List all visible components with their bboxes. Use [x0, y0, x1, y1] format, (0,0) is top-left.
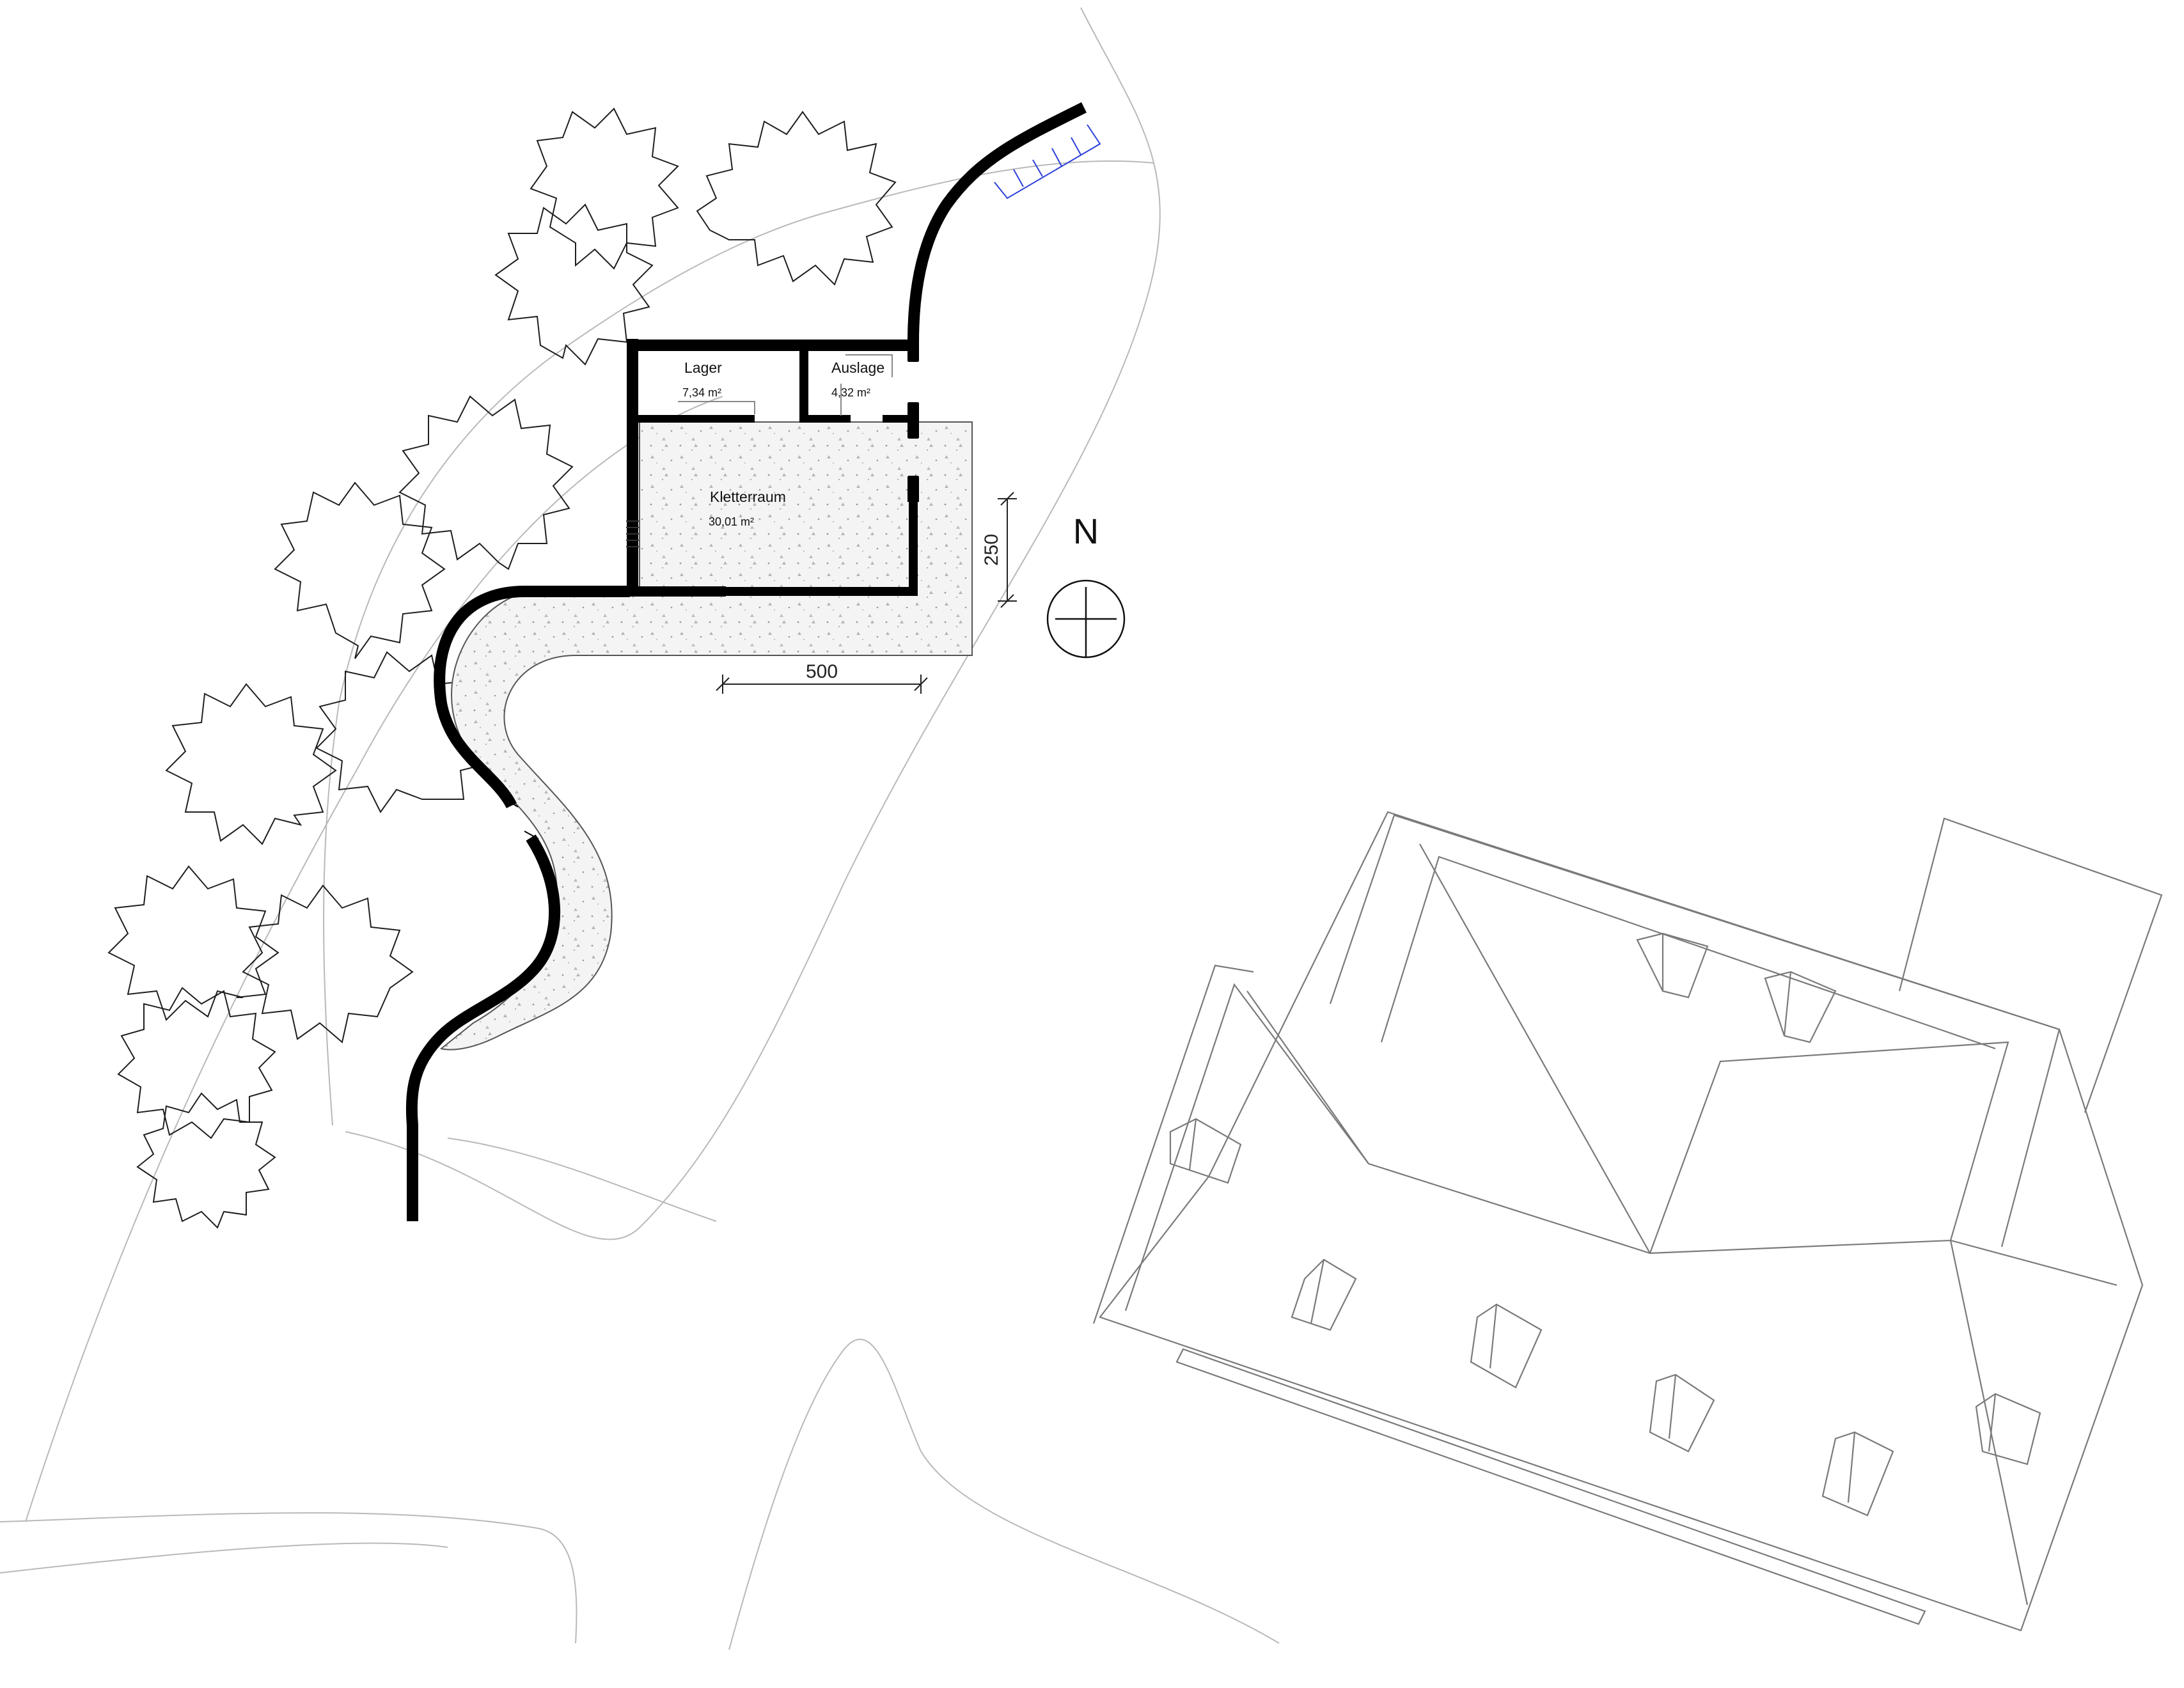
dormer-7 — [1821, 1431, 1894, 1517]
north-label: N — [1073, 511, 1099, 551]
opening-mark-curve — [505, 799, 539, 840]
dormer-2 — [1764, 971, 1837, 1043]
paving — [439, 421, 973, 1051]
room-name-kletterraum: Kletterraum — [710, 488, 786, 505]
room-area-auslage: 4,32 m² — [831, 386, 870, 399]
dimension-horizontal: 500 — [716, 661, 928, 694]
roof-ridge-lines — [1124, 843, 2117, 1606]
contour-line-5 — [0, 1542, 448, 1574]
stairs-steps — [1013, 137, 1081, 187]
roof-outline-main — [1099, 811, 2144, 1632]
terrain-lines — [0, 7, 1280, 1650]
paving-area — [439, 421, 973, 1051]
ladder-west — [626, 520, 639, 547]
stairs — [994, 124, 1101, 199]
dim-line-vertical — [998, 492, 1017, 608]
north-arrow: N — [1046, 511, 1126, 659]
tree-outline-3 — [494, 203, 654, 366]
north-compass-cross — [1055, 587, 1117, 657]
tree-outline-5 — [274, 481, 446, 659]
tree-outline-8 — [107, 865, 279, 1021]
dormer-4 — [1291, 1258, 1357, 1331]
room-name-lager: Lager — [684, 359, 722, 376]
neighbor-building-roof — [1092, 811, 2163, 1632]
contour-line-3 — [25, 396, 723, 1522]
dormer-5 — [1470, 1303, 1543, 1389]
stairs-outline — [994, 124, 1101, 199]
contour-line-6 — [728, 1338, 1280, 1650]
curved-wall-sw — [405, 834, 561, 1221]
dim-label-vertical: 250 — [981, 534, 1002, 566]
opening-marks — [505, 354, 918, 840]
opening-mark-east-2 — [908, 437, 918, 477]
roof-eave-lines — [1092, 964, 1926, 1625]
room-labels: Lager 7,34 m² Auslage 4,32 m² Kletterrau… — [682, 359, 884, 528]
dormer-1 — [1636, 932, 1709, 999]
contour-line-1 — [345, 7, 1161, 1240]
dormers — [1169, 932, 2041, 1517]
contour-line-4 — [0, 1512, 577, 1644]
room-area-kletterraum: 30,01 m² — [709, 515, 754, 528]
trees — [107, 107, 897, 1229]
dormer-8 — [1975, 1393, 2041, 1465]
contour-line-7 — [447, 1137, 717, 1222]
roof-upper-wing — [1329, 814, 2061, 1247]
tree-outline-7 — [165, 683, 337, 845]
curved-wall-ne — [907, 102, 1087, 343]
tree-outline-2 — [530, 107, 679, 270]
room-area-lager: 7,34 m² — [682, 386, 721, 399]
contour-line-2 — [323, 160, 1155, 1126]
dim-label-horizontal: 500 — [806, 661, 838, 682]
tree-outline-1 — [696, 111, 897, 286]
dormer-3 — [1169, 1118, 1242, 1184]
tree-outline-9 — [242, 884, 414, 1043]
opening-mark-east-1 — [908, 361, 918, 403]
room-name-auslage: Auslage — [831, 359, 884, 376]
door-auslage — [845, 354, 893, 377]
curved-wall-west — [434, 586, 630, 809]
building-walls — [405, 102, 1087, 1221]
dim-line-horizontal — [716, 675, 928, 694]
tree-outline-4 — [398, 395, 574, 570]
tree-outline-10 — [117, 987, 276, 1139]
annex-roof — [1898, 817, 2163, 1113]
dimension-vertical: 250 — [981, 492, 1017, 608]
door-lager — [678, 401, 755, 414]
tree-outline-11 — [136, 1092, 276, 1229]
dormer-6 — [1649, 1373, 1715, 1453]
highlight-wall — [723, 499, 918, 596]
